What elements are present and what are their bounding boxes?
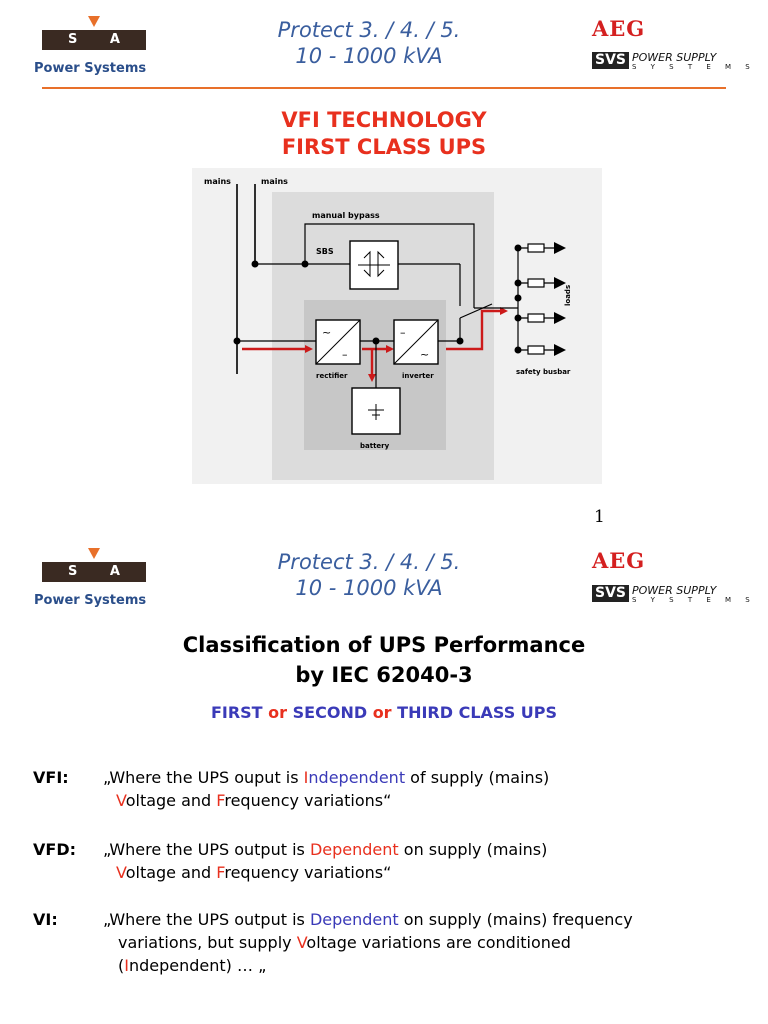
page-number: 1 [594,507,605,527]
def-label-vfi: VFI: [33,768,69,787]
def-highlight: F [216,791,225,810]
svs-box: SVS [592,585,630,602]
safety-busbar-label: safety busbar [516,368,571,376]
def-highlight: I [124,956,129,975]
slide2-title-line2: by IEC 62040-3 [295,663,473,687]
def-text: oltage and [125,863,217,882]
slide1-title-line1: VFI TECHNOLOGY [281,108,487,132]
def-highlight: ndependent [308,768,406,787]
svs-power-supply: POWER SUPPLY [632,584,717,597]
header-title-line1: Protect 3. / 4. / 5. [277,550,461,574]
def-highlight: V [116,863,126,882]
aeg-logo-1: AEG [592,16,646,41]
def-text-vfd: „Where the UPS output is Dependent on su… [103,838,743,884]
aeg-logo-2: AEG [592,548,646,573]
mains-label-1: mains [204,177,231,186]
saft-logo-2: S A F T [42,548,146,599]
saft-logo-1: S A F T [42,16,146,67]
header-title-line2: 10 - 1000 kVA [295,44,443,68]
slide2-subtitle: FIRST or SECOND or THIRD CLASS UPS [0,703,768,722]
def-text: on supply (mains) frequency [398,910,633,929]
svs-systems: S Y S T E M S [632,63,756,71]
def-text: „Where the UPS ouput is [103,768,304,787]
svs-logo-1: SVS POWER SUPPLY S Y S T E M S [592,52,756,71]
def-highlight: D [309,840,323,859]
saft-wordmark: S A F T [42,30,146,67]
def-text: oltage variations are conditioned [306,933,571,952]
battery-label: battery [360,442,390,450]
svs-box: SVS [592,52,630,69]
mains-label-2: mains [261,177,288,186]
def-text: requency variations“ [224,863,392,882]
svg-text:~: ~ [420,348,429,361]
header-rule-1 [42,87,726,89]
vfi-block-diagram: mains mains manual bypass SBS ~ – rectif… [192,168,602,484]
manual-bypass-label: manual bypass [312,211,380,220]
subtitle-or: or [372,703,392,722]
subtitle-or: or [268,703,288,722]
def-text: „Where the UPS output is [103,910,310,929]
svs-systems: S Y S T E M S [632,596,756,604]
svg-text:–: – [400,326,406,339]
saft-wordmark: S A F T [42,562,146,599]
saft-triangle-icon [88,16,100,27]
svg-text:–: – [342,348,348,361]
def-text-vi: „Where the UPS output is Dependent on su… [103,908,763,977]
slide2-title: Classification of UPS Performance by IEC… [0,630,768,690]
subtitle-third: THIRD CLASS UPS [397,703,558,722]
def-text: on supply (mains) [398,840,548,859]
saft-subtitle-2: Power Systems [34,593,147,608]
saft-triangle-icon [88,548,100,559]
svg-text:~: ~ [322,326,331,339]
def-highlight: F [216,863,225,882]
header-title-line1: Protect 3. / 4. / 5. [277,18,461,42]
def-label-vfd: VFD: [33,840,76,859]
def-highlight: ependent [322,840,399,859]
def-highlight: Dependent [309,910,399,929]
slide1-title: VFI TECHNOLOGY FIRST CLASS UPS [0,107,768,161]
svs-power-supply: POWER SUPPLY [632,51,717,64]
def-text: requency variations“ [224,791,392,810]
rectifier-label: rectifier [316,372,348,380]
inverter-label: inverter [402,372,434,380]
def-text: variations, but supply [118,933,297,952]
loads-label: loads [564,285,572,306]
def-text: ( [118,956,125,975]
subtitle-second: SECOND [292,703,368,722]
def-highlight: I [303,768,309,787]
def-label-vi: VI: [33,910,58,929]
header-title-2: Protect 3. / 4. / 5. 10 - 1000 kVA [244,549,494,601]
def-text: „Where the UPS output is [103,840,310,859]
def-text-vfi: „Where the UPS ouput is Independent of s… [103,766,743,812]
header-title-1: Protect 3. / 4. / 5. 10 - 1000 kVA [244,17,494,69]
sbs-label: SBS [316,247,334,256]
def-highlight: V [116,791,126,810]
def-text: oltage and [125,791,217,810]
subtitle-first: FIRST [210,703,263,722]
header-title-line2: 10 - 1000 kVA [295,576,443,600]
load-outputs [514,242,566,356]
def-text: ndependent) … „ [128,956,267,975]
def-highlight: V [296,933,307,952]
slide2-title-line1: Classification of UPS Performance [182,633,586,657]
def-text: of supply (mains) [405,768,550,787]
svs-logo-2: SVS POWER SUPPLY S Y S T E M S [592,585,756,604]
saft-subtitle-1: Power Systems [34,61,147,76]
slide1-title-line2: FIRST CLASS UPS [281,135,487,159]
